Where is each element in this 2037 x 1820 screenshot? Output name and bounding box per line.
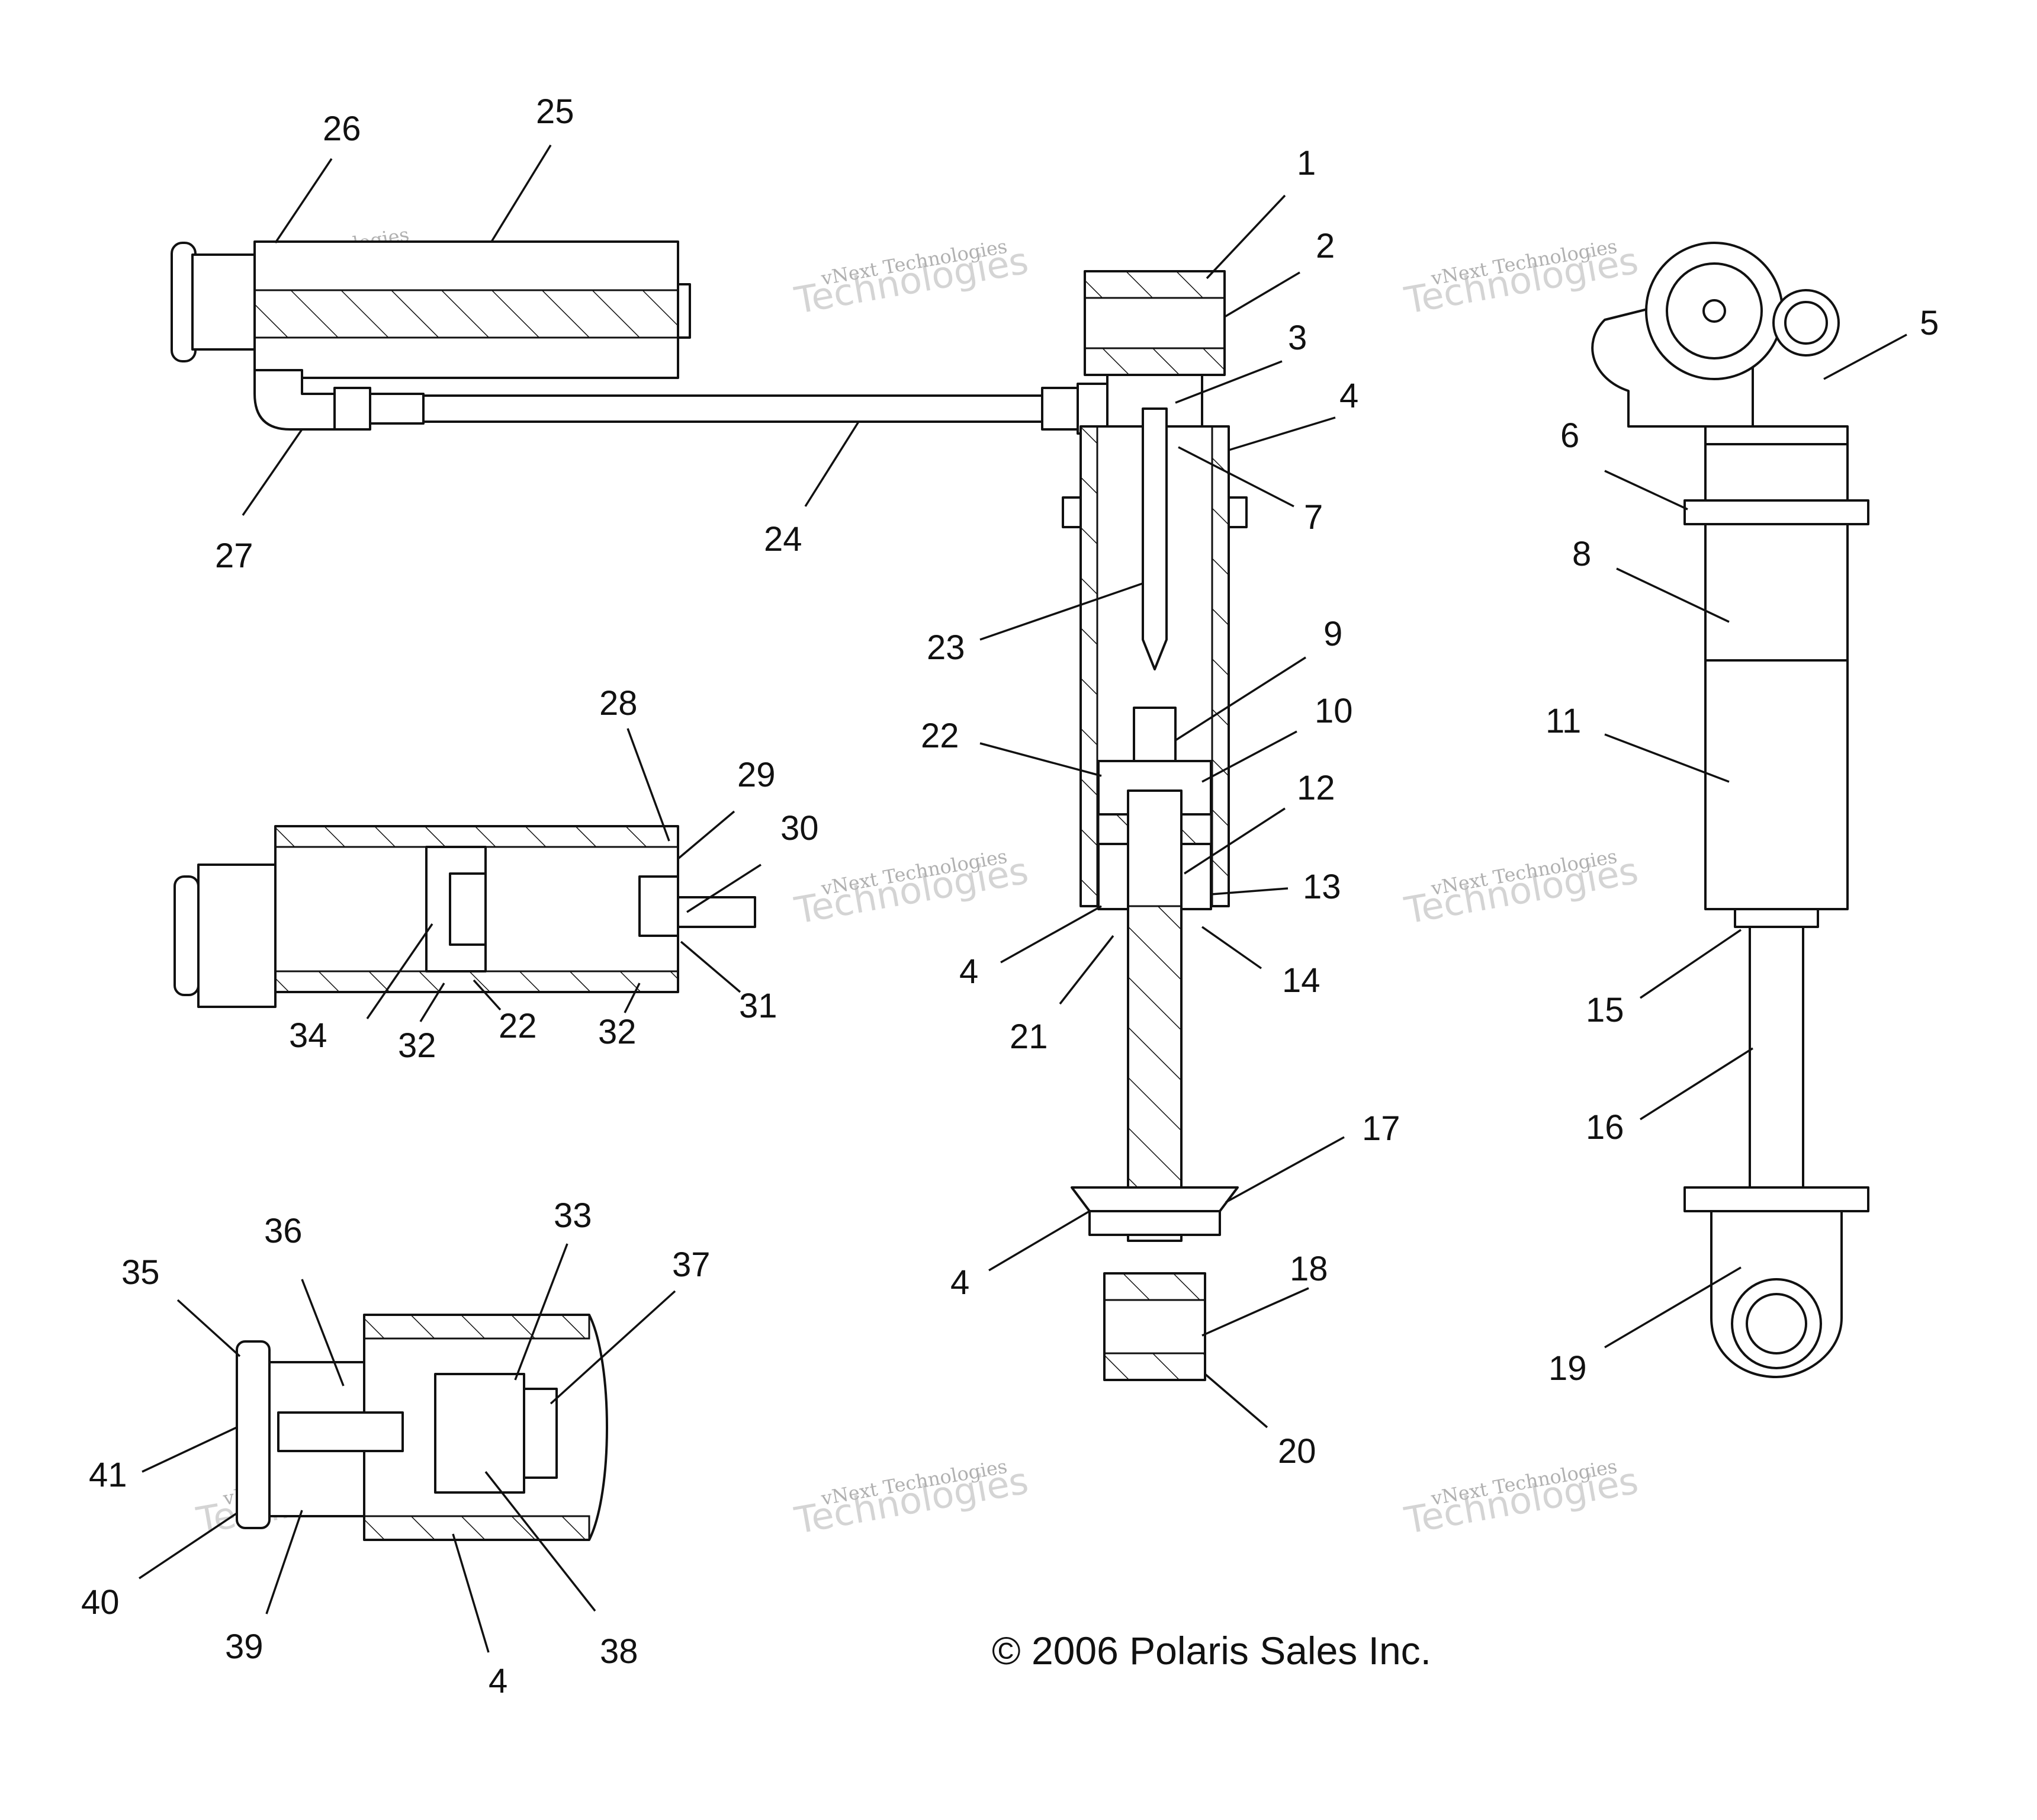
- callout-label: 9: [1323, 615, 1342, 653]
- valve-section: [236, 1314, 608, 1541]
- callout-label: 7: [1304, 498, 1323, 537]
- callout-label: 8: [1572, 535, 1591, 573]
- callout-label: 10: [1315, 692, 1353, 730]
- callout-label: 27: [215, 537, 253, 575]
- callout-label: 41: [89, 1456, 127, 1494]
- callout-label: 22: [921, 717, 959, 755]
- callout-label: 3: [1288, 319, 1307, 357]
- callout-label: 29: [737, 756, 776, 794]
- callout-label: 23: [927, 628, 965, 667]
- callout-label: 22: [499, 1007, 537, 1045]
- callout-label: 12: [1297, 769, 1335, 807]
- callout-label: 34: [289, 1016, 327, 1055]
- callout-label: 36: [264, 1212, 303, 1250]
- shock-cross-section: [1062, 270, 1248, 1381]
- callout-label: 37: [672, 1246, 711, 1284]
- callout-label: 4: [489, 1662, 507, 1700]
- callout-label: 18: [1290, 1250, 1328, 1288]
- shock-exterior-view: [1591, 242, 1869, 1378]
- callout-label: 30: [780, 809, 819, 848]
- leader-lines: [139, 145, 1907, 1653]
- callout-label: 17: [1362, 1109, 1400, 1148]
- reservoir-section: [174, 825, 756, 1008]
- callout-label: 13: [1303, 868, 1341, 906]
- callout-label: 4: [1339, 377, 1358, 415]
- callout-label: 14: [1282, 961, 1320, 1000]
- callout-label: 38: [600, 1632, 638, 1671]
- callout-label: 39: [225, 1628, 264, 1666]
- callout-label: 19: [1548, 1349, 1587, 1388]
- callout-label: 28: [599, 684, 638, 723]
- callout-label: 15: [1586, 991, 1624, 1029]
- callout-label: 35: [121, 1253, 160, 1292]
- callout-label: 21: [1010, 1017, 1048, 1056]
- callout-label: 20: [1278, 1432, 1316, 1471]
- callout-label: 40: [81, 1583, 120, 1622]
- copyright-notice: © 2006 Polaris Sales Inc.: [992, 1629, 1431, 1673]
- callout-label: 25: [536, 92, 574, 131]
- callout-label: 4: [959, 952, 978, 991]
- callout-label: 26: [323, 110, 361, 148]
- callout-label: 2: [1316, 227, 1335, 265]
- callout-label: 1: [1297, 144, 1316, 182]
- callout-label: 6: [1560, 416, 1579, 455]
- callout-label: 4: [950, 1263, 969, 1302]
- callout-label: 5: [1920, 304, 1939, 342]
- callout-label: 33: [554, 1196, 592, 1235]
- callout-labels: 26 25 1 2 3 4 5 6 7 8 23 9 22 10 12 13 4…: [81, 92, 1939, 1700]
- callout-label: 32: [398, 1026, 436, 1065]
- callout-label: 24: [764, 520, 802, 558]
- callout-label: 11: [1546, 702, 1581, 740]
- callout-label: 31: [739, 987, 777, 1025]
- callout-label: 32: [598, 1013, 637, 1051]
- callout-label: 16: [1586, 1108, 1624, 1147]
